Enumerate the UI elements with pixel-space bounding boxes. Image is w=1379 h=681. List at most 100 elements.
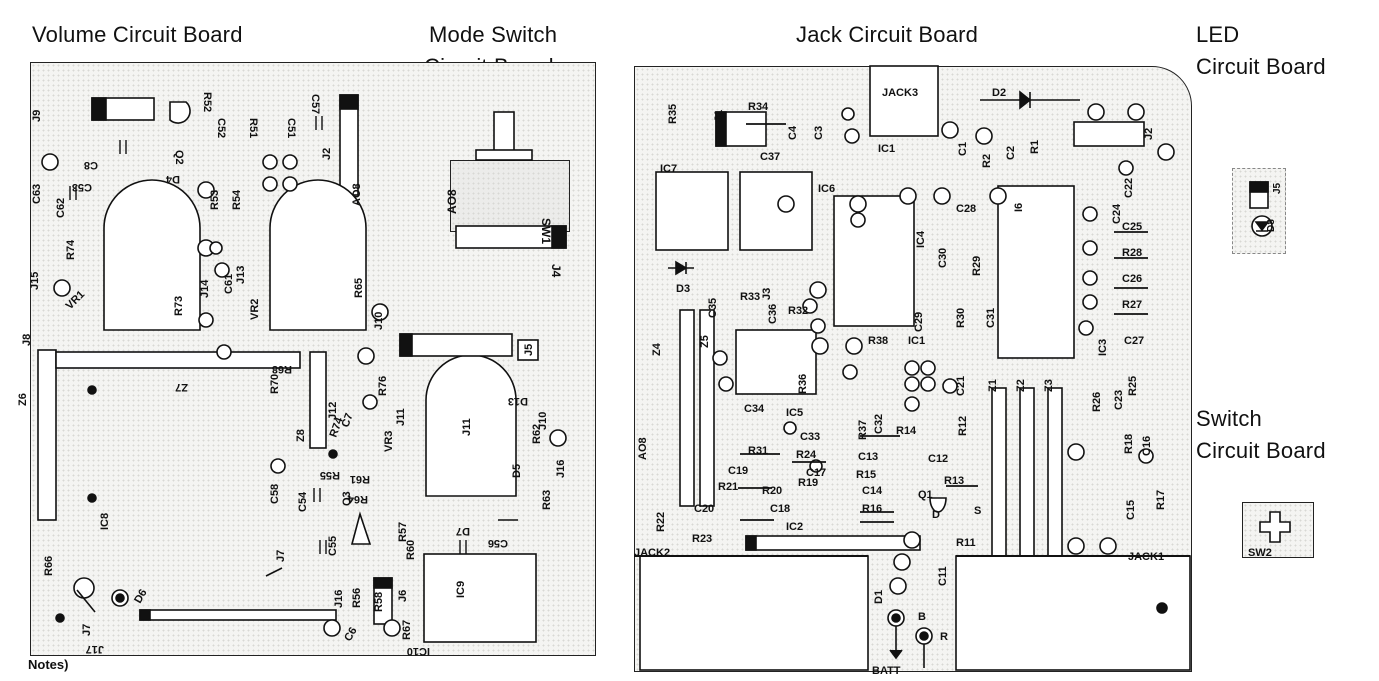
component-label: VR3 [383,431,395,452]
component-label: R67 [401,620,413,640]
component-label: Z5 [699,335,711,348]
component-label: C24 [1111,203,1123,224]
component-label: R23 [692,533,712,545]
component-label: D6 [132,587,149,605]
component-label: JACK1 [1128,551,1164,563]
component-label: J12 [327,402,339,420]
component-label: R74 [65,239,77,260]
component-label: D1 [873,590,885,604]
component-label: Q3 [341,491,353,506]
component-label: C4 [787,125,799,140]
component-label: C36 [767,304,779,324]
component-label: C53 [72,181,92,193]
component-label: R58 [373,592,385,612]
component-label: C17 [806,467,826,479]
component-label: Z3 [1043,379,1055,392]
component-label: R54 [231,189,243,210]
component-label: C35 [707,298,719,318]
component-label: IC10 [407,645,430,657]
component-label: SW1 [539,218,553,244]
component-label: R16 [862,503,882,515]
component-label: IC4 [915,230,927,248]
component-label: R12 [957,416,969,436]
component-label: IC2 [786,521,803,533]
component-label: C26 [1122,273,1142,285]
component-label: Z8 [295,429,307,442]
component-label: R38 [868,335,888,347]
component-label: C63 [31,184,43,204]
component-label: R57 [397,522,409,542]
component-label: C16 [1141,436,1153,456]
volume-board-artwork [37,94,567,643]
component-label: R55 [320,469,340,481]
component-label: J10 [373,312,385,330]
component-label: C62 [55,198,67,218]
component-label: C61 [223,274,235,294]
mode-switch-artwork [455,111,567,249]
mode-switch-circuit-board [450,160,570,232]
component-label: R35 [667,104,679,124]
component-label: D2 [992,87,1006,99]
component-label: C52 [215,118,227,138]
component-label: R66 [43,556,55,576]
component-label: JACK2 [634,547,670,559]
component-label: R60 [405,540,417,560]
component-label: J13 [235,266,247,284]
component-label: Z2 [1015,379,1027,392]
component-label: J14 [199,279,211,298]
component-label: C22 [1123,178,1135,198]
mode-board-title-line1: Mode Switch [429,22,558,47]
component-label: R32 [788,305,808,317]
component-label: R76 [377,376,389,396]
component-label: R24 [796,449,817,461]
led-board-title-line1: LED [1196,22,1240,47]
component-label: J1 [713,110,725,122]
component-label: R63 [541,490,553,510]
component-label: R17 [1155,490,1167,510]
component-label: C30 [937,248,949,268]
component-label: B [918,611,926,623]
component-label: C28 [956,203,976,215]
component-label: R [940,631,948,643]
component-label: C3 [813,126,825,140]
component-label: IC1 [878,143,895,155]
component-label: R19 [798,477,818,489]
component-label: R31 [748,445,768,457]
component-label: R22 [655,512,667,532]
component-label: R25 [1127,376,1139,396]
component-label: J9 [0,0,12,3]
led-board-artwork [1249,181,1273,237]
component-label: R27 [1122,299,1142,311]
component-label: R56 [351,588,363,608]
component-label: C11 [937,566,949,586]
component-label: R51 [247,118,259,138]
component-label: S [974,505,981,517]
component-label: R1 [1029,140,1041,154]
component-label: C2 [1005,146,1017,160]
component-label: C7 [340,412,356,429]
switch-board-title-line2: Circuit Board [1196,438,1326,463]
component-label: R33 [740,291,760,303]
component-label: R70 [269,374,281,394]
component-label: C55 [327,536,339,556]
component-label: J11 [395,408,407,426]
component-label: J2 [321,148,333,160]
component-label: C51 [285,118,297,138]
component-label: C13 [858,451,878,463]
component-label: D4 [165,173,180,185]
component-label: R13 [944,475,964,487]
component-label: C12 [928,453,948,465]
component-label: C20 [694,503,714,515]
component-label: Z6 [17,393,29,406]
component-label: J2 [1143,128,1155,140]
component-label: IC1 [908,335,925,347]
component-label: Z1 [987,379,999,392]
component-label: J15 [29,272,41,290]
component-label: R68 [272,363,292,375]
component-label: C1 [957,142,969,156]
component-label: Q2 [173,150,185,165]
component-label: J4 [549,264,563,278]
component-label: J3 [761,288,773,300]
